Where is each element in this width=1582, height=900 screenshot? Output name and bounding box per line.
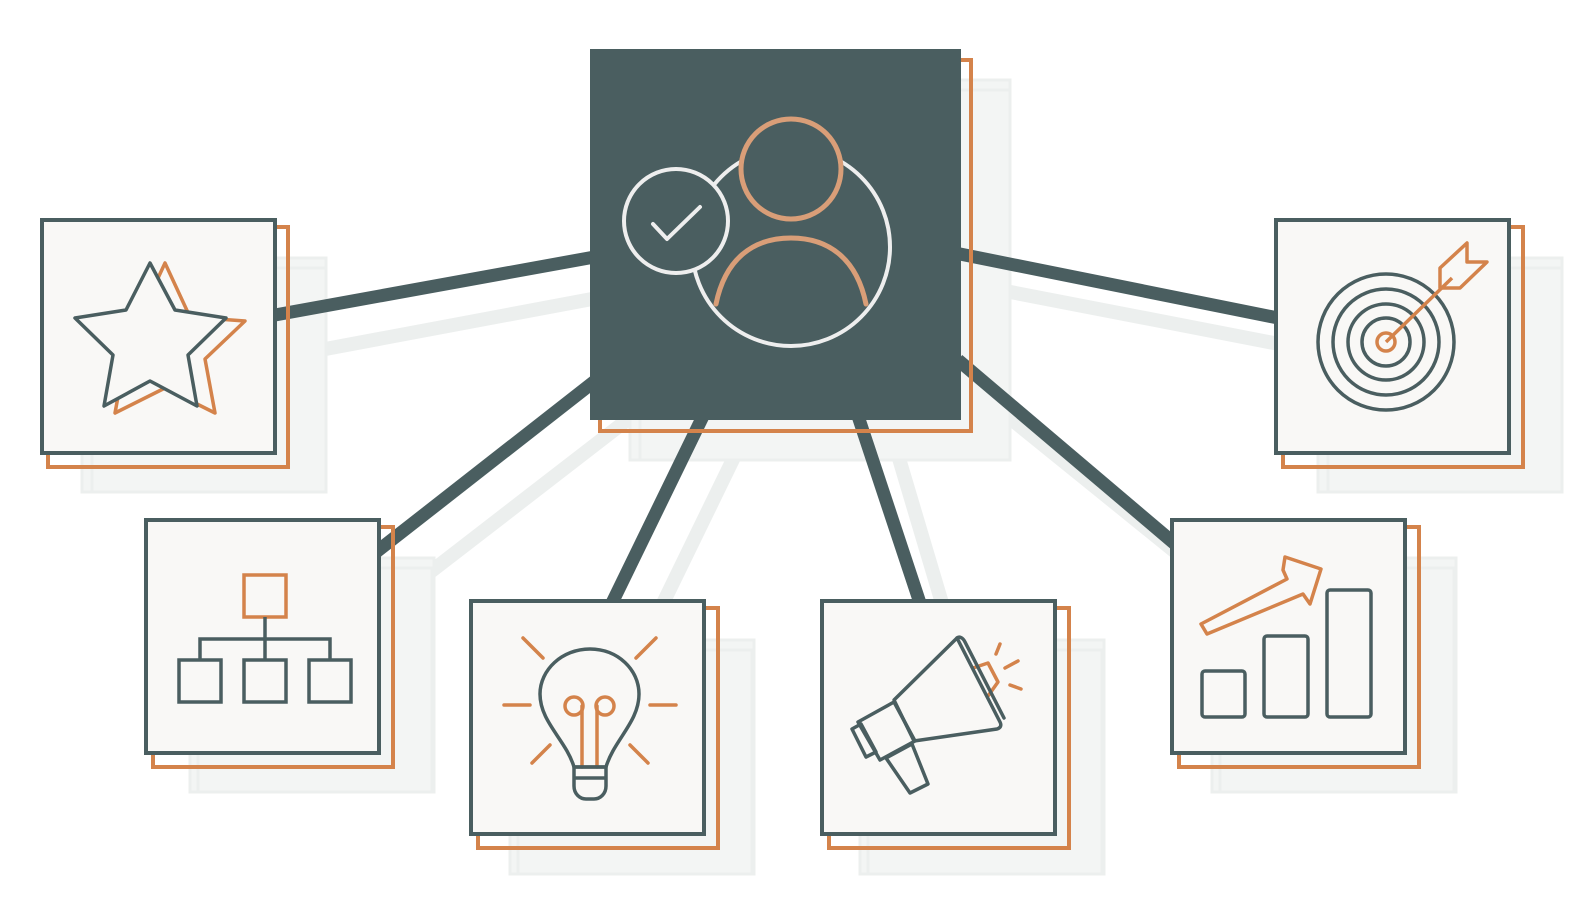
- node-marketing[interactable]: [820, 599, 1071, 850]
- node-hierarchy[interactable]: [144, 518, 395, 769]
- connector-hierarchy: [370, 371, 605, 559]
- growth-chart-icon: [1199, 555, 1373, 719]
- node-target[interactable]: [1274, 218, 1525, 469]
- node-star[interactable]: [40, 218, 290, 469]
- user-verified-icon: [622, 116, 892, 348]
- target-arrow-icon: [1316, 241, 1489, 412]
- node-growth[interactable]: [1170, 518, 1421, 769]
- org-chart-icon: [177, 573, 353, 704]
- connector-idea: [606, 407, 712, 606]
- connector-target: [953, 246, 1280, 325]
- hub-node[interactable]: [590, 49, 973, 433]
- megaphone-icon: [850, 635, 1023, 795]
- connector-star: [273, 249, 602, 322]
- lightbulb-icon: [502, 636, 678, 801]
- card: [144, 518, 381, 755]
- node-idea[interactable]: [469, 599, 720, 850]
- connector-growth: [953, 355, 1180, 549]
- connector-marketing: [849, 407, 927, 606]
- connectors: [273, 246, 1280, 606]
- star-icon: [73, 261, 247, 415]
- card: [469, 599, 706, 836]
- card: [820, 599, 1057, 836]
